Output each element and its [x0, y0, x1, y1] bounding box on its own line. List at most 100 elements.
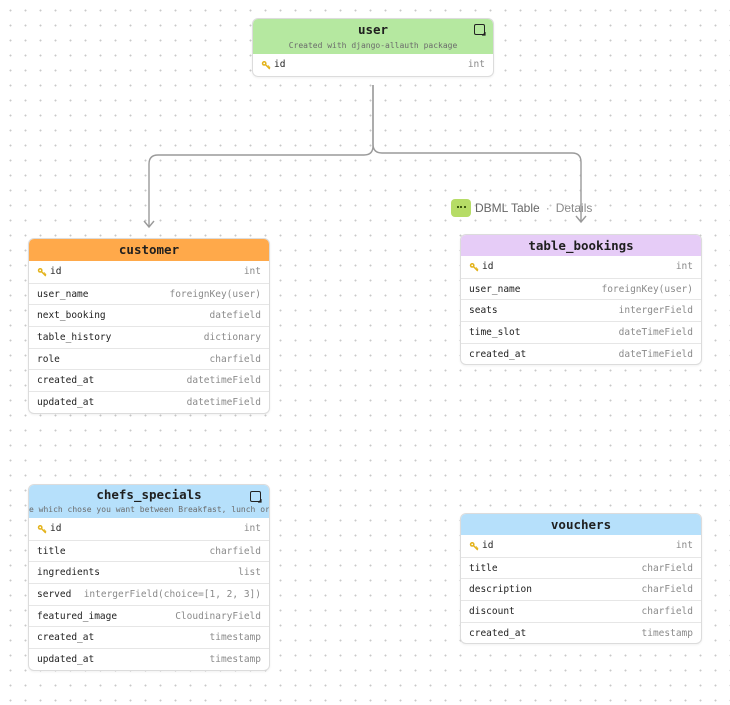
field-row[interactable]: user_name foreignKey(user)	[461, 277, 701, 300]
field-row[interactable]: user_name foreignKey(user)	[29, 282, 269, 305]
table-header[interactable]: table_bookings	[461, 235, 701, 256]
table-name: customer	[118, 242, 180, 257]
field-list: id int user_name foreignKey(user) seats inter…	[461, 256, 701, 364]
field-type: foreignKey(user)	[601, 283, 693, 295]
field-name-text: updated_at	[37, 396, 95, 408]
table-header[interactable]: chefs_specials e which chose you want be…	[29, 485, 269, 518]
field-type: int	[675, 261, 693, 273]
primary-key-icon	[469, 541, 479, 551]
field-name-text: time_slot	[469, 326, 521, 338]
field-name: ingredients	[37, 567, 100, 578]
table-chefs-specials[interactable]: chefs_specials e which chose you want be…	[28, 484, 270, 671]
note-icon[interactable]	[474, 24, 485, 35]
field-type: int	[467, 59, 485, 71]
field-row[interactable]: served intergerField(choice=[1, 2, 3])	[29, 583, 269, 605]
field-type: intergerField(choice=[1, 2, 3])	[83, 588, 261, 600]
field-name: id	[37, 523, 61, 534]
badge-separator: ·	[545, 201, 550, 215]
field-name-text: id	[482, 261, 494, 273]
field-name: created_at	[469, 628, 526, 639]
field-type: charField	[641, 562, 693, 574]
field-type: charfield	[209, 545, 261, 557]
field-name: updated_at	[37, 654, 94, 665]
field-name: updated_at	[37, 397, 94, 408]
field-row[interactable]: seats intergerField	[461, 299, 701, 321]
field-name-text: id	[50, 523, 62, 535]
field-name-text: id	[50, 266, 62, 278]
field-row[interactable]: id int	[29, 518, 269, 540]
table-note: e which chose you want between Breakfast…	[29, 505, 269, 514]
field-row[interactable]: id int	[461, 535, 701, 557]
field-name: featured_image	[37, 611, 117, 622]
field-name: id	[469, 540, 493, 551]
connector-user-customer	[148, 85, 374, 226]
table-header[interactable]: customer	[29, 239, 269, 261]
field-type: intergerField	[618, 305, 693, 317]
field-row[interactable]: id int	[253, 54, 493, 76]
field-type: int	[675, 540, 693, 552]
field-row[interactable]: title charfield	[29, 539, 269, 562]
field-name: created_at	[37, 632, 94, 643]
details-link[interactable]: Details	[555, 201, 593, 215]
field-name-text: table_history	[37, 331, 112, 343]
field-type: timestamp	[641, 627, 693, 639]
primary-key-icon	[37, 267, 47, 277]
field-row[interactable]: created_at timestamp	[29, 626, 269, 648]
field-type: charField	[641, 584, 693, 596]
field-name: role	[37, 354, 60, 365]
table-table-bookings[interactable]: table_bookings id int user_name foreignKey(…	[460, 234, 702, 366]
field-type: int	[243, 523, 261, 535]
table-name: user	[357, 21, 389, 37]
note-icon[interactable]	[250, 491, 261, 502]
field-name: user_name	[469, 284, 520, 295]
field-name: table_history	[37, 332, 111, 343]
field-name-text: created_at	[469, 348, 527, 360]
field-name: created_at	[37, 375, 94, 386]
field-row[interactable]: created_at timestamp	[461, 621, 701, 644]
field-name-text: id	[274, 59, 286, 71]
table-header[interactable]: user Created with django-allauth package	[253, 19, 493, 54]
field-type: dictionary	[203, 331, 261, 343]
field-type: foreignKey(user)	[169, 288, 261, 300]
dbml-table-icon	[451, 199, 471, 217]
field-name: next_booking	[37, 310, 106, 321]
field-name: time_slot	[469, 327, 520, 338]
field-name: created_at	[469, 349, 526, 360]
field-row[interactable]: time_slot dateTimeField	[461, 321, 701, 343]
field-name-text: role	[37, 353, 60, 365]
dbml-table-badge[interactable]: DBML Table · Details	[451, 199, 592, 217]
field-name: id	[469, 261, 493, 272]
field-name-text: title	[37, 545, 66, 557]
table-header[interactable]: vouchers	[461, 514, 701, 535]
field-name-text: user_name	[469, 283, 521, 295]
table-user[interactable]: user Created with django-allauth package…	[252, 18, 494, 77]
field-row[interactable]: updated_at timestamp	[29, 648, 269, 670]
field-name-text: updated_at	[37, 653, 95, 665]
field-name: title	[37, 546, 66, 557]
field-name-text: seats	[469, 305, 498, 317]
field-type: timestamp	[209, 632, 261, 644]
field-name: served	[37, 589, 71, 600]
field-name-text: user_name	[37, 288, 89, 300]
field-row[interactable]: id int	[461, 256, 701, 278]
field-type: dateTimeField	[618, 326, 693, 338]
table-name: table_bookings	[528, 237, 634, 253]
field-row[interactable]: table_history dictionary	[29, 326, 269, 348]
field-name-text: created_at	[469, 627, 527, 639]
field-type: timestamp	[209, 653, 261, 665]
